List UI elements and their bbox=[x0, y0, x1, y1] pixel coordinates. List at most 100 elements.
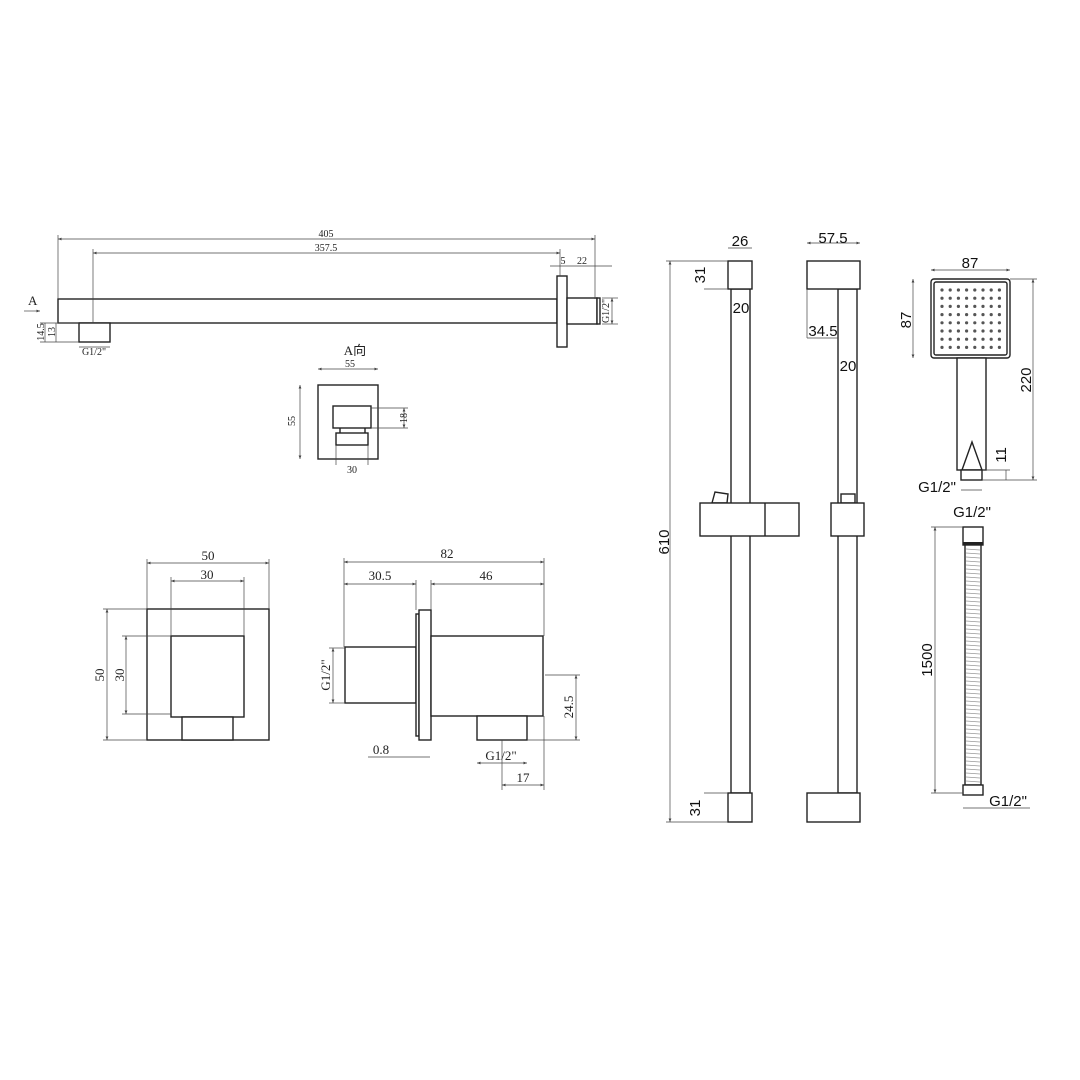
hose-coil bbox=[965, 732, 981, 735]
nozzle-dot bbox=[965, 288, 969, 292]
hose-coil bbox=[965, 644, 981, 647]
dim-view-height: 55 bbox=[287, 416, 298, 426]
dim-outlet-h2: 13 bbox=[47, 327, 58, 337]
nozzle-dot bbox=[989, 337, 993, 341]
hose-coil bbox=[965, 548, 981, 551]
nozzle-dot bbox=[997, 345, 1002, 349]
nozzle-dot bbox=[940, 313, 944, 317]
dim-hose-length: 1500 bbox=[919, 643, 936, 676]
nozzle-dot bbox=[981, 313, 985, 317]
hose-coil bbox=[965, 564, 981, 567]
nozzle-dot bbox=[973, 304, 977, 308]
nozzle-dot bbox=[997, 321, 1002, 325]
nozzle-dot bbox=[956, 304, 961, 308]
wall-outlet-side: 82 30.5 46 G1/2" 24.5 0.8 G1/2" 17 bbox=[318, 546, 580, 790]
nozzle-dot bbox=[965, 304, 969, 308]
dim-side-outlet-thread: G1/2" bbox=[485, 748, 516, 763]
slide-rail-side: 57.5 34.5 20 bbox=[806, 230, 865, 823]
view-marker: A bbox=[28, 293, 38, 308]
hose-coil bbox=[965, 612, 981, 615]
hose-coil bbox=[965, 556, 981, 559]
nozzle-dot bbox=[956, 288, 961, 292]
nozzle-dot bbox=[965, 345, 969, 349]
nozzle-dot bbox=[940, 337, 944, 341]
nozzle-dot bbox=[940, 345, 944, 349]
nozzle-dot bbox=[956, 337, 961, 341]
hose-coil bbox=[965, 696, 981, 699]
nozzle-dot bbox=[997, 337, 1002, 341]
nozzle-dot bbox=[956, 329, 961, 333]
hose-coil bbox=[965, 704, 981, 707]
hose-coil bbox=[965, 676, 981, 679]
hose-coil bbox=[965, 664, 981, 667]
nozzle-dot bbox=[981, 337, 985, 341]
hose-coil bbox=[965, 760, 981, 763]
hose-coil bbox=[965, 652, 981, 655]
dim-front-width: 50 bbox=[202, 548, 215, 563]
hand-shower: 87 87 220 11 G1/2" bbox=[898, 255, 1037, 496]
dim-rail-cap-w: 26 bbox=[732, 233, 749, 250]
hose-coil bbox=[965, 700, 981, 703]
hose-coil bbox=[965, 560, 981, 563]
nozzle-dot bbox=[973, 329, 977, 333]
dim-side-cap-depth: 57.5 bbox=[818, 230, 847, 247]
hose-coil bbox=[965, 608, 981, 611]
hose-coil bbox=[965, 776, 981, 779]
dim-side-plate: 0.8 bbox=[373, 742, 389, 757]
dim-view-inner-w: 30 bbox=[347, 465, 357, 476]
dim-outlet-h1: 14.5 bbox=[36, 323, 47, 341]
nozzle-dot bbox=[981, 304, 985, 308]
nozzle-dot bbox=[956, 345, 961, 349]
hose-coil bbox=[965, 552, 981, 555]
nozzle-dot bbox=[948, 321, 952, 325]
hose-coil bbox=[965, 680, 981, 683]
dim-view-width: 55 bbox=[345, 359, 355, 370]
hose-coil bbox=[965, 656, 981, 659]
nozzle-dot bbox=[948, 288, 952, 292]
hose-coil bbox=[965, 764, 981, 767]
arm-thread bbox=[566, 297, 598, 325]
dim-hand-length: 220 bbox=[1018, 367, 1035, 392]
dim-side-inlet-thread: G1/2" bbox=[318, 659, 333, 690]
nozzle-dot bbox=[948, 296, 952, 300]
hose-coil bbox=[965, 748, 981, 751]
dim-side-offset: 17 bbox=[517, 770, 531, 785]
nozzle-dot bbox=[948, 304, 952, 308]
hose-coil bbox=[965, 588, 981, 591]
nozzle-dot bbox=[973, 321, 977, 325]
hose-coils bbox=[965, 548, 981, 783]
dim-side-body: 46 bbox=[480, 568, 494, 583]
nozzle-dot bbox=[997, 329, 1002, 333]
view-a-title: A向 bbox=[344, 343, 366, 358]
hose-coil bbox=[965, 708, 981, 711]
wall-outlet-front: 50 30 50 30 bbox=[92, 548, 270, 741]
hose-coil bbox=[965, 640, 981, 643]
nozzle-dot bbox=[973, 337, 977, 341]
nozzle-dot bbox=[989, 321, 993, 325]
hose-coil bbox=[965, 604, 981, 607]
hose-coil bbox=[965, 584, 981, 587]
hose-coil bbox=[965, 672, 981, 675]
nozzle-dot bbox=[973, 345, 977, 349]
nozzle-dot bbox=[973, 313, 977, 317]
spray-nozzles bbox=[940, 288, 1002, 349]
hose-coil bbox=[965, 620, 981, 623]
nozzle-dot bbox=[940, 329, 944, 333]
dim-head-w: 87 bbox=[962, 255, 979, 272]
nozzle-dot bbox=[973, 288, 977, 292]
dim-head-h: 87 bbox=[898, 312, 915, 329]
nozzle-dot bbox=[981, 345, 985, 349]
nozzle-dot bbox=[965, 329, 969, 333]
nozzle-dot bbox=[997, 304, 1002, 308]
hose-coil bbox=[965, 756, 981, 759]
dim-rail-cap-bottom: 31 bbox=[687, 800, 704, 817]
nozzle-dot bbox=[940, 296, 944, 300]
nozzle-dot bbox=[965, 321, 969, 325]
nozzle-dot bbox=[940, 288, 944, 292]
dim-front-inner-height: 30 bbox=[112, 669, 127, 682]
hose-coil bbox=[965, 720, 981, 723]
hose-coil bbox=[965, 580, 981, 583]
nozzle-dot bbox=[989, 345, 993, 349]
arm-outlet bbox=[78, 322, 111, 343]
